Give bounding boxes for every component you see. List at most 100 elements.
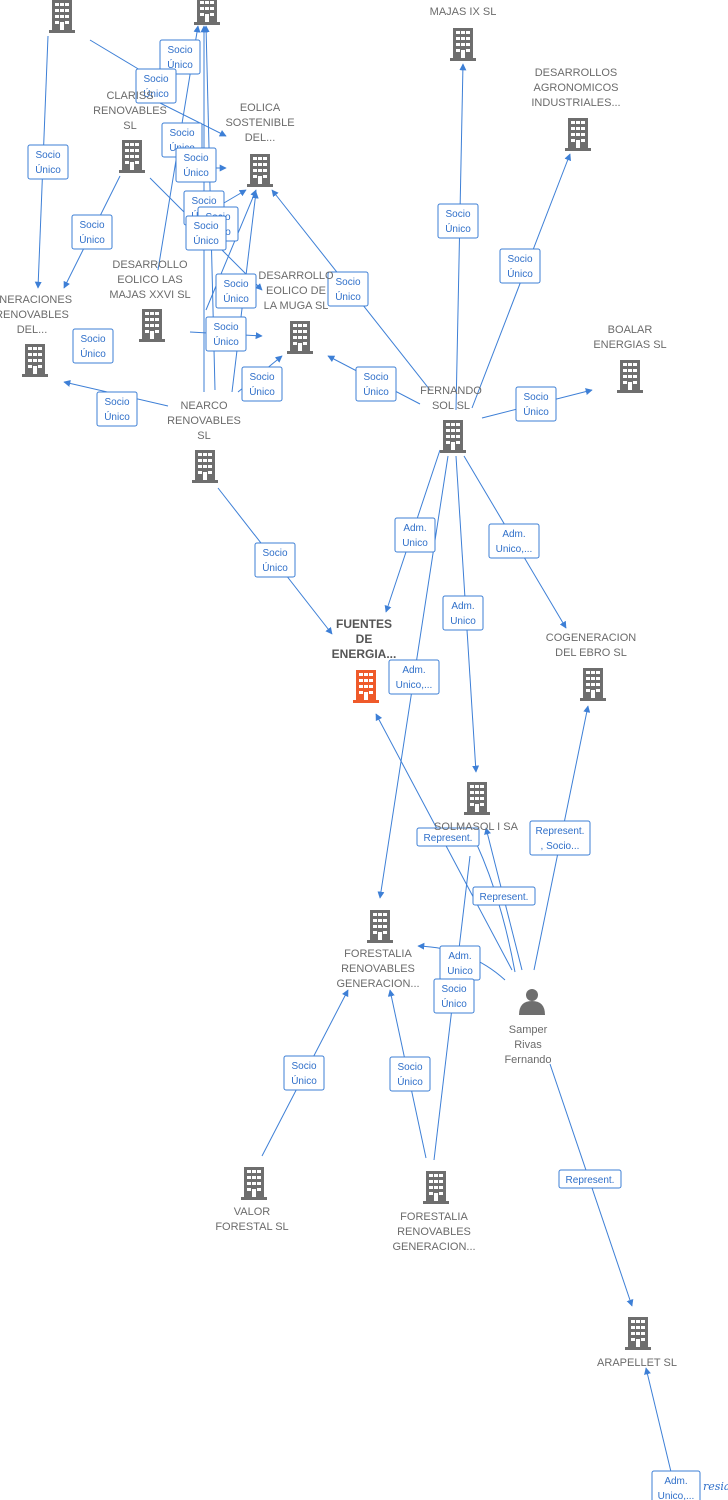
edge-label-text: Adm.Unico <box>450 601 476 627</box>
edge-label-line: Represent. <box>566 1175 615 1186</box>
node-label-line: DEL EBRO SL <box>555 647 627 659</box>
edge-label-box <box>185 215 227 251</box>
edge-label-l27[interactable]: Represent. <box>472 886 536 906</box>
node-label-line: VALOR <box>234 1206 271 1218</box>
edge-label-text: Represent., Socio... <box>536 826 585 852</box>
edge-label-line: Único <box>249 385 275 398</box>
edge-label-line: Único <box>291 1074 317 1087</box>
edge-label-l21[interactable]: Adm.Unico <box>394 517 436 553</box>
edge-label-line: Único <box>213 335 239 348</box>
edge-label-l32[interactable]: Represent. <box>558 1169 622 1189</box>
node-top2[interactable] <box>194 0 220 25</box>
edge-majas26-eolica <box>205 189 257 311</box>
building-icon <box>440 420 466 453</box>
edge-label-line: Único <box>167 58 193 71</box>
edge-top2-clariss <box>89 39 141 71</box>
edge-label-line: Unico,... <box>396 680 433 691</box>
edge-label-box <box>433 978 475 1014</box>
node-label-line: SOLMASOL I SA <box>434 821 519 833</box>
node-label-line: SL <box>123 120 136 132</box>
node-top1[interactable] <box>49 0 75 33</box>
edge-label-line: Socio <box>507 254 532 265</box>
edge-label-line: Represent. <box>424 833 473 844</box>
node-label-line: SL <box>197 430 210 442</box>
node-label-line: EOLICA <box>240 102 281 114</box>
building-icon <box>565 118 591 151</box>
edge-label-box <box>651 1470 701 1500</box>
edge-label-l22[interactable]: Adm.Unico,... <box>488 523 540 559</box>
node-generaciones[interactable]: ENERACIONESRENOVABLESDEL... <box>0 294 72 377</box>
node-label-line: GENERACION... <box>336 978 419 990</box>
node-label-line: SOSTENIBLE <box>225 117 294 129</box>
edge-label-l24[interactable]: Adm.Unico,... <box>388 659 440 695</box>
edge-label-l28[interactable]: Adm.Unico <box>439 945 481 981</box>
node-label-line: EOLICO LAS <box>117 274 182 286</box>
edge-label-box <box>175 147 217 183</box>
node-majas9[interactable]: MAJAS IX SL <box>430 6 497 61</box>
edge-label-text: Adm.Unico,... <box>496 529 533 555</box>
node-solmasol[interactable]: SOLMASOL I SA <box>434 782 519 833</box>
node-arapellet[interactable]: ARAPELLET SL <box>597 1317 677 1369</box>
edge-label-line: Socio <box>104 397 129 408</box>
node-label-line: FORESTAL SL <box>215 1221 288 1233</box>
edge-label-box <box>499 248 541 284</box>
edge-label-line: Socio <box>441 984 466 995</box>
edge-label-line: Unico,... <box>496 544 533 555</box>
node-valor[interactable]: VALOR FORESTAL SL <box>215 1167 289 1233</box>
edge-label-l25[interactable]: Represent. <box>416 827 480 847</box>
edge-label-l23[interactable]: Adm.Unico <box>442 595 484 631</box>
edge-label-box <box>96 391 138 427</box>
building-icon <box>367 910 393 943</box>
edges-layer <box>34 25 673 1477</box>
edge-label-l33[interactable]: Adm.Unico,... <box>651 1470 701 1500</box>
node-label-line: FORESTALIA <box>400 1211 468 1223</box>
edge-label-box <box>254 542 296 578</box>
node-label-line: FERNANDO <box>420 385 482 397</box>
edge-label-l26[interactable]: Represent., Socio... <box>529 820 591 856</box>
edge-label-line: Socio <box>167 45 192 56</box>
edge-label-box <box>241 366 283 402</box>
